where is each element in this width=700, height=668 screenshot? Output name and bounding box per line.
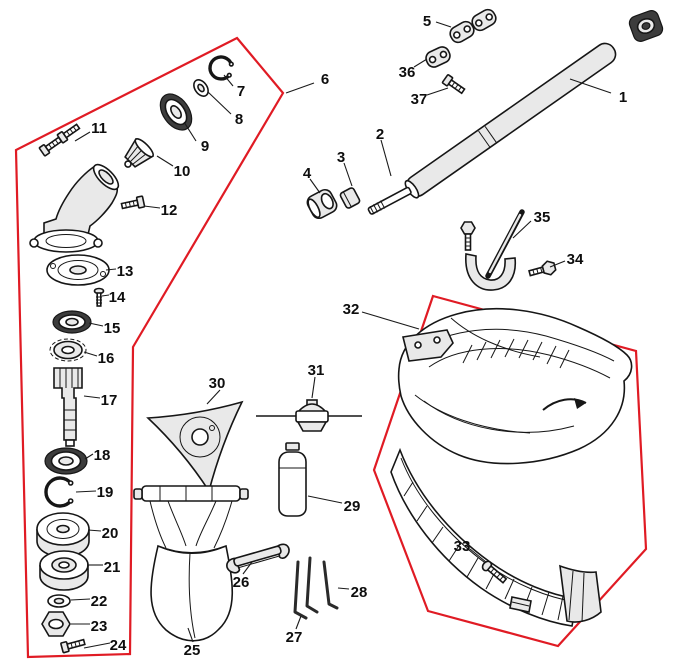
group-outline-guard <box>372 294 648 648</box>
leader-lines <box>70 21 612 649</box>
part-label-36: 36 <box>399 64 416 81</box>
part-label-16: 16 <box>98 350 115 367</box>
part-label-14: 14 <box>109 289 126 306</box>
part-31-trimmer-head <box>256 399 362 432</box>
part-34-bolt-right <box>528 260 557 277</box>
part-9-bearing <box>159 93 193 131</box>
part-34-bolt-left <box>460 221 476 251</box>
part-25-harness-bag <box>133 485 249 642</box>
part-label-24: 24 <box>110 637 127 654</box>
group-outline-gearhead <box>14 36 285 659</box>
part-label-8: 8 <box>235 111 243 128</box>
part-5-clamp <box>449 8 497 44</box>
guard-hatching <box>462 338 570 369</box>
part-label-10: 10 <box>174 163 191 180</box>
part-37-bolt <box>441 74 466 95</box>
part-label-5: 5 <box>423 13 431 30</box>
part-label-13: 13 <box>117 263 134 280</box>
part-30-tri-blade <box>146 400 244 493</box>
part-label-7: 7 <box>237 83 245 100</box>
part-label-27: 27 <box>286 629 303 646</box>
part-label-37: 37 <box>411 91 428 108</box>
part-36-clamp-half <box>425 46 451 68</box>
part-label-12: 12 <box>161 202 178 219</box>
part-label-2: 2 <box>376 126 384 143</box>
part-label-21: 21 <box>104 559 121 576</box>
part-label-19: 19 <box>97 484 114 501</box>
part-label-30: 30 <box>209 375 226 392</box>
part-17-output-shaft <box>53 367 83 447</box>
shaft-end-nut <box>628 10 664 42</box>
part-label-26: 26 <box>233 574 250 591</box>
part-label-3: 3 <box>337 149 345 166</box>
part-24-pin-bolt <box>60 638 86 654</box>
part-35-bracket-and-rod <box>465 209 525 291</box>
part-3-collar <box>339 187 361 209</box>
part-7-snap-ring <box>208 55 234 81</box>
part-label-11: 11 <box>91 120 107 137</box>
part-label-17: 17 <box>101 392 118 409</box>
part-label-35: 35 <box>534 209 551 226</box>
part-16-gear <box>49 338 87 362</box>
part-29-bottle <box>278 442 307 517</box>
part-label-25: 25 <box>184 642 201 659</box>
part-12-screw <box>120 195 146 210</box>
part-label-33: 33 <box>454 538 471 555</box>
part-label-31: 31 <box>308 362 325 379</box>
part-label-29: 29 <box>344 498 361 515</box>
gear-head-housing <box>29 163 120 253</box>
part-label-28: 28 <box>351 584 368 601</box>
part-28-hex-key <box>322 560 339 610</box>
part-19-snap-ring <box>44 476 74 508</box>
part-label-22: 22 <box>91 593 108 610</box>
part-21-support-cup <box>39 550 89 591</box>
part-13-flange-plate <box>46 254 110 286</box>
part-4-nut <box>306 188 338 220</box>
guard-mount-bracket <box>402 329 454 362</box>
part-8-washer <box>193 79 209 97</box>
part-label-18: 18 <box>94 447 111 464</box>
part-15-bearing <box>52 310 92 334</box>
part-labels: 1 2 3 4 5 6 7 8 9 10 11 12 13 14 15 16 1… <box>91 13 628 659</box>
part-22-washer <box>47 594 71 608</box>
part-label-15: 15 <box>104 320 121 337</box>
part-label-1: 1 <box>619 89 627 106</box>
part-23-nut <box>41 611 71 637</box>
part-label-23: 23 <box>91 618 108 635</box>
part-14-screw <box>93 287 105 307</box>
part-label-32: 32 <box>343 301 360 318</box>
rotation-arrow <box>542 398 587 411</box>
part-18-bearing <box>44 447 88 475</box>
part-26-wrench <box>226 543 290 574</box>
part-label-20: 20 <box>102 525 119 542</box>
part-32-guard-shield <box>397 307 633 465</box>
part-11-bolts <box>38 123 81 157</box>
part-label-4: 4 <box>303 165 312 182</box>
part-10-bevel-gear <box>124 137 155 168</box>
part-27-hex-keys <box>293 556 319 620</box>
part-33-screw-clip <box>481 560 532 613</box>
part-label-34: 34 <box>567 251 584 268</box>
part-label-9: 9 <box>201 138 209 155</box>
part-2-inner-shaft-end <box>367 186 412 215</box>
part-label-6: 6 <box>321 71 329 88</box>
part-20-housing-cup <box>36 512 90 558</box>
